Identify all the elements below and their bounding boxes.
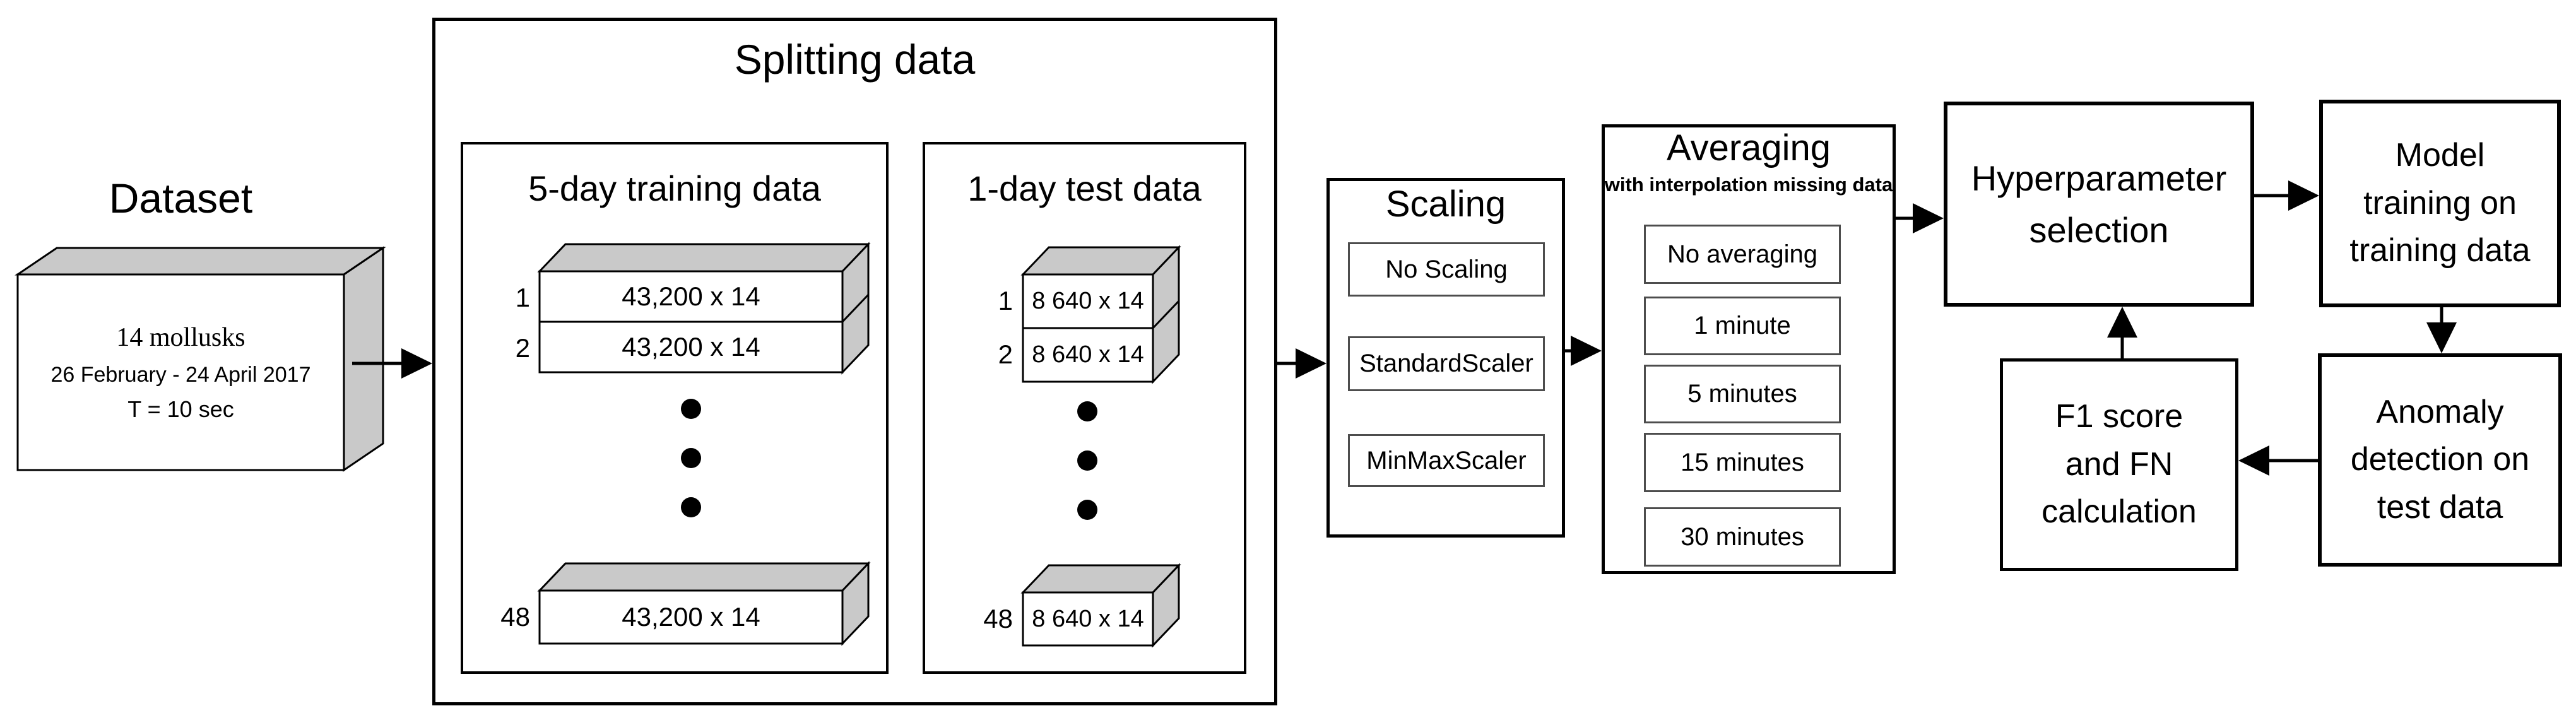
hyperparameter-line1: Hyperparameter [1971, 158, 2227, 199]
option-minmax-scaler: MinMaxScaler [1348, 434, 1545, 487]
anomaly-detection-box [2318, 353, 2562, 567]
option-5-minutes: 5 minutes [1644, 365, 1841, 423]
test-row-dim: 8 640 x 14 [1032, 605, 1144, 632]
training-row-label: 2 [515, 333, 530, 363]
f1-score-label: F1 score and FN calculation [2000, 358, 2238, 571]
hyperparameter-line2: selection [2029, 209, 2169, 250]
option-no-scaling: No Scaling [1348, 242, 1545, 297]
splitting-data-box [432, 18, 1277, 705]
test-stack-3d [1020, 245, 1181, 384]
test-data-title: 1-day test data [967, 168, 1202, 208]
scaling-box [1326, 178, 1565, 538]
dataset-info: 14 mollusks 26 February - 24 April 2017 … [18, 274, 344, 470]
arrow-scaling-to-averaging [1565, 336, 1602, 366]
training-stack-3d [537, 242, 871, 375]
dataset-title: Dataset [109, 175, 253, 221]
training-row48-3d [537, 561, 871, 646]
arrow-anomaly-to-f1 [2238, 445, 2318, 476]
test-row-dim: 8 640 x 14 [1032, 288, 1144, 314]
averaging-title: Averaging [1666, 127, 1831, 168]
option-standard-scaler: StandardScaler [1348, 336, 1545, 391]
dataset-3d-box [15, 246, 386, 472]
model-training-line1: Model [2395, 137, 2485, 174]
hyperparameter-selection-label: Hyperparameter selection [1944, 102, 2254, 307]
dataset-line-daterange: 26 February - 24 April 2017 [50, 362, 311, 387]
option-no-averaging: No averaging [1644, 225, 1841, 284]
hyperparameter-selection-box [1944, 102, 2254, 307]
model-training-line3: training data [2349, 232, 2531, 269]
arrow-model-to-anomaly [2426, 307, 2457, 353]
f1-line2: and FN [2065, 445, 2173, 483]
arrow-dataset-to-splitting [352, 348, 432, 379]
f1-line3: calculation [2041, 493, 2197, 531]
option-30-minutes: 30 minutes [1644, 507, 1841, 567]
anomaly-line2: detection on [2350, 441, 2530, 478]
anomaly-line1: Anomaly [2376, 393, 2504, 430]
arrow-splitting-to-scaling [1277, 348, 1326, 379]
test-ellipsis-dots [1077, 401, 1097, 520]
dataset-line-mollusks: 14 mollusks [116, 322, 245, 352]
f1-line1: F1 score [2055, 398, 2183, 435]
averaging-box [1602, 124, 1896, 574]
training-data-box [461, 142, 889, 674]
test-row-label: 2 [998, 339, 1013, 369]
splitting-data-title: Splitting data [734, 36, 976, 83]
option-15-minutes: 15 minutes [1644, 433, 1841, 492]
training-data-title: 5-day training data [528, 168, 821, 208]
arrow-f1-to-hyperparameter [2107, 307, 2137, 358]
dataset-line-period: T = 10 sec [127, 396, 234, 422]
model-training-line2: training on [2363, 184, 2517, 221]
training-row-dim: 43,200 x 14 [622, 332, 760, 362]
arrow-hyperparameter-to-model [2254, 180, 2319, 211]
f1-score-box [2000, 358, 2238, 571]
training-row-label: 1 [515, 283, 530, 312]
training-row-label: 48 [500, 602, 530, 632]
arrow-averaging-to-hyperparameter [1896, 203, 1944, 233]
option-1-minute: 1 minute [1644, 297, 1841, 355]
test-row-dim: 8 640 x 14 [1032, 341, 1144, 368]
test-row48-3d [1020, 563, 1181, 648]
anomaly-line3: test data [2377, 488, 2503, 526]
test-row-label: 48 [983, 604, 1013, 633]
training-ellipsis-dots [681, 399, 701, 517]
scaling-title: Scaling [1385, 184, 1506, 225]
averaging-subtitle: with interpolation missing data [1604, 174, 1893, 196]
test-data-box [923, 142, 1246, 674]
model-training-label: Model training on training data [2319, 100, 2561, 307]
model-training-box [2319, 100, 2561, 307]
anomaly-detection-label: Anomaly detection on test data [2318, 353, 2562, 567]
training-row-dim: 43,200 x 14 [622, 281, 760, 311]
test-row-label: 1 [998, 286, 1013, 315]
training-row-dim: 43,200 x 14 [622, 602, 760, 632]
